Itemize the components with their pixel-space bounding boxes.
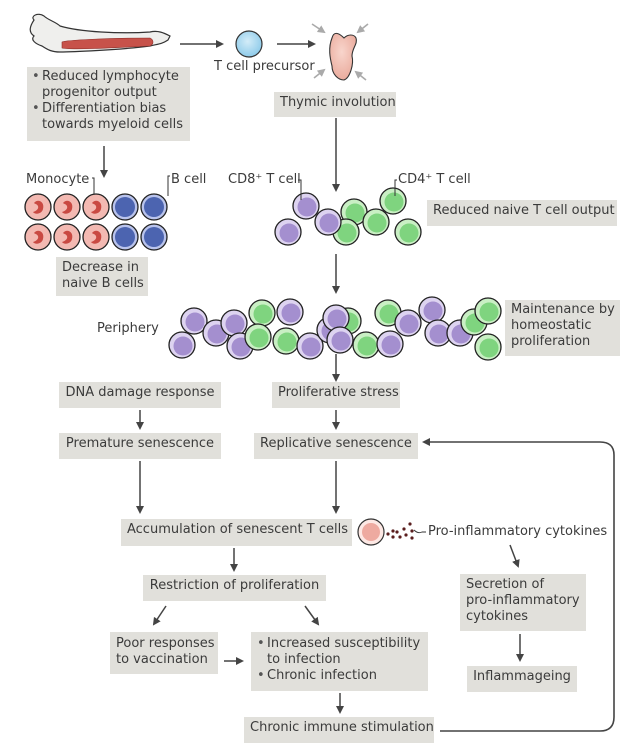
box-line: homeostatic (511, 318, 592, 333)
arrow (304, 605, 320, 626)
pro-inflammatory-cytokines-label: Pro-inflammatory cytokines (428, 524, 608, 539)
box-line: Maintenance by (511, 302, 615, 317)
b-cell-icon (140, 193, 168, 221)
box-line: cytokines (466, 609, 529, 624)
infection-point-2: Chronic infection (257, 668, 422, 684)
bone-marrow-line: towards myeloid cells (42, 117, 183, 132)
cd8-t-cell-icon (376, 330, 404, 358)
chronic-immune-stimulation-box: Chronic immune stimulation (244, 717, 434, 743)
cd4-t-cell-icon (352, 331, 380, 359)
bone-marrow-line: Reduced lymphocyte (42, 69, 179, 84)
cd8-t-cell-icon (274, 218, 302, 246)
t-cell-precursor-icon (235, 30, 263, 58)
cd8-t-cell-icon (326, 326, 354, 354)
reduced-naive-t-cell-output-box: Reduced naive T cell output (427, 200, 617, 226)
accumulation-senescent-t-cells-box: Accumulation of senescent T cells (121, 519, 352, 546)
bone-marrow-line: Differentiation bias (42, 101, 167, 116)
monocyte-bcell-grid (24, 193, 168, 251)
homeostatic-proliferation-box: Maintenance by homeostatic proliferation (505, 300, 620, 356)
monocyte-icon (82, 223, 110, 251)
cd4-t-cell-icon (272, 327, 300, 355)
monocyte-icon (24, 223, 52, 251)
inflammageing-box: Inflammageing (467, 666, 577, 692)
cd8-t-cell-icon (276, 298, 304, 326)
b-cell-icon (111, 193, 139, 221)
dna-damage-response-box: DNA damage response (59, 382, 221, 408)
cd4-t-cell-icon (248, 299, 276, 327)
b-cell-icon (111, 223, 139, 251)
cd4-t-cell-icon (362, 208, 390, 236)
cytokine-dots-icon (386, 522, 414, 540)
cd4-t-cell-icon (474, 333, 502, 361)
box-line: proliferation (511, 334, 591, 349)
periphery-label: Periphery (97, 321, 159, 336)
box-line: Chronic infection (267, 668, 377, 683)
b-cell-label: B cell (171, 172, 207, 187)
cd8-t-cell-label: CD8⁺ T cell (228, 172, 301, 187)
monocyte-icon (53, 193, 81, 221)
box-line: naive B cells (62, 276, 144, 291)
cd8-t-cell-icon (180, 307, 208, 335)
monocyte-icon (24, 193, 52, 221)
box-line: to infection (267, 652, 341, 667)
cd8-t-cell-icon (168, 331, 196, 359)
secretion-cytokines-box: Secretion of pro-inflammatory cytokines (460, 574, 586, 631)
monocyte-leader-line (92, 177, 95, 194)
peripheral-t-cell-cluster (168, 296, 502, 361)
arrow (509, 544, 520, 568)
cd8-t-cell-icon (418, 296, 446, 324)
box-line: pro-inflammatory (466, 593, 580, 608)
cd4-t-cell-icon (474, 297, 502, 325)
t-cell-precursor-label: T cell precursor (214, 59, 315, 74)
cd4-t-cell-icon (374, 299, 402, 327)
cd4-t-cell-label: CD4⁺ T cell (398, 172, 471, 187)
monocyte-icon (53, 223, 81, 251)
cd8-t-cell-icon (322, 304, 350, 332)
box-line: to vaccination (116, 652, 208, 667)
decrease-naive-b-cells-box: Decrease in naive B cells (56, 257, 148, 296)
premature-senescence-box: Premature senescence (59, 433, 221, 459)
naive-t-cell-cluster (274, 187, 422, 246)
bcell-leader-line (167, 175, 170, 196)
restriction-of-proliferation-box: Restriction of proliferation (143, 575, 326, 601)
cd8-t-cell-icon (296, 332, 324, 360)
monocyte-icon (82, 193, 110, 221)
cd4-leader-line (394, 179, 397, 196)
b-cell-icon (140, 223, 168, 251)
thymus-icon (311, 23, 369, 81)
senescent-t-cell-icon (357, 518, 385, 546)
cd8-t-cell-icon (314, 208, 342, 236)
box-line: Poor responses (116, 636, 215, 651)
poor-vaccination-response-box: Poor responses to vaccination (110, 632, 218, 674)
arrow (152, 605, 167, 626)
cd8-t-cell-icon (394, 309, 422, 337)
bone-marrow-line: progenitor output (42, 85, 157, 100)
cd8-leader-line (298, 179, 302, 200)
cd4-t-cell-icon (379, 187, 407, 215)
replicative-senescence-box: Replicative senescence (254, 433, 418, 459)
cd8-t-cell-icon (220, 309, 248, 337)
box-line: Increased susceptibility (267, 636, 421, 651)
cd4-t-cell-icon (394, 218, 422, 246)
box-line: Secretion of (466, 577, 545, 592)
thymic-involution-box: Thymic involution (274, 92, 396, 117)
monocyte-label: Monocyte (26, 172, 90, 187)
cd4-t-cell-icon (244, 323, 272, 351)
cytokine-leader-line (413, 529, 426, 534)
cd8-t-cell-icon (292, 192, 320, 220)
feedback-loop-arrow (422, 438, 615, 732)
bone-icon (29, 13, 171, 53)
proliferative-stress-box: Proliferative stress (272, 382, 400, 408)
box-line: Decrease in (62, 260, 139, 275)
